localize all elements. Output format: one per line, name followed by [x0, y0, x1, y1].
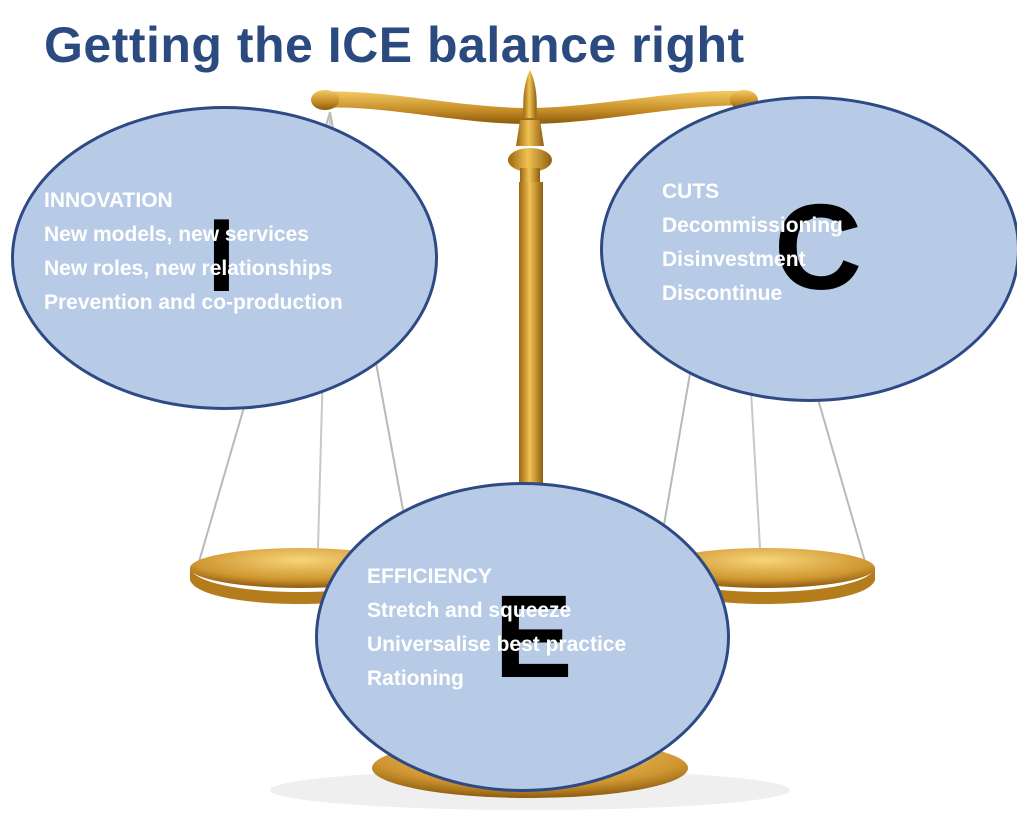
cuts-item: Decommissioning	[662, 214, 843, 237]
slide-title: Getting the ICE balance right	[44, 17, 745, 73]
efficiency-heading: EFFICIENCY	[367, 565, 492, 588]
cuts-ellipse	[600, 96, 1017, 402]
innovation-letter: I	[207, 198, 236, 314]
efficiency-text: EFFICIENCY Stretch and squeeze Universal…	[367, 560, 626, 696]
innovation-item: New roles, new relationships	[44, 257, 333, 280]
cuts-heading: CUTS	[662, 180, 720, 203]
cuts-item: Discontinue	[662, 282, 783, 305]
innovation-item: New models, new services	[44, 223, 309, 246]
efficiency-item: Rationing	[367, 667, 464, 690]
cuts-letter: C	[774, 179, 863, 315]
innovation-text: INNOVATION New models, new services New …	[44, 184, 343, 320]
efficiency-item: Universalise best practice	[367, 633, 627, 656]
efficiency-item: Stretch and squeeze	[367, 599, 572, 622]
innovation-heading: INNOVATION	[44, 189, 173, 212]
innovation-ellipse	[11, 106, 438, 410]
efficiency-letter: E	[494, 571, 573, 703]
innovation-item: Prevention and co-production	[44, 291, 343, 314]
cuts-text: CUTS Decommissioning Disinvestment Disco…	[662, 175, 843, 311]
cuts-item: Disinvestment	[662, 248, 806, 271]
efficiency-ellipse	[315, 482, 730, 792]
